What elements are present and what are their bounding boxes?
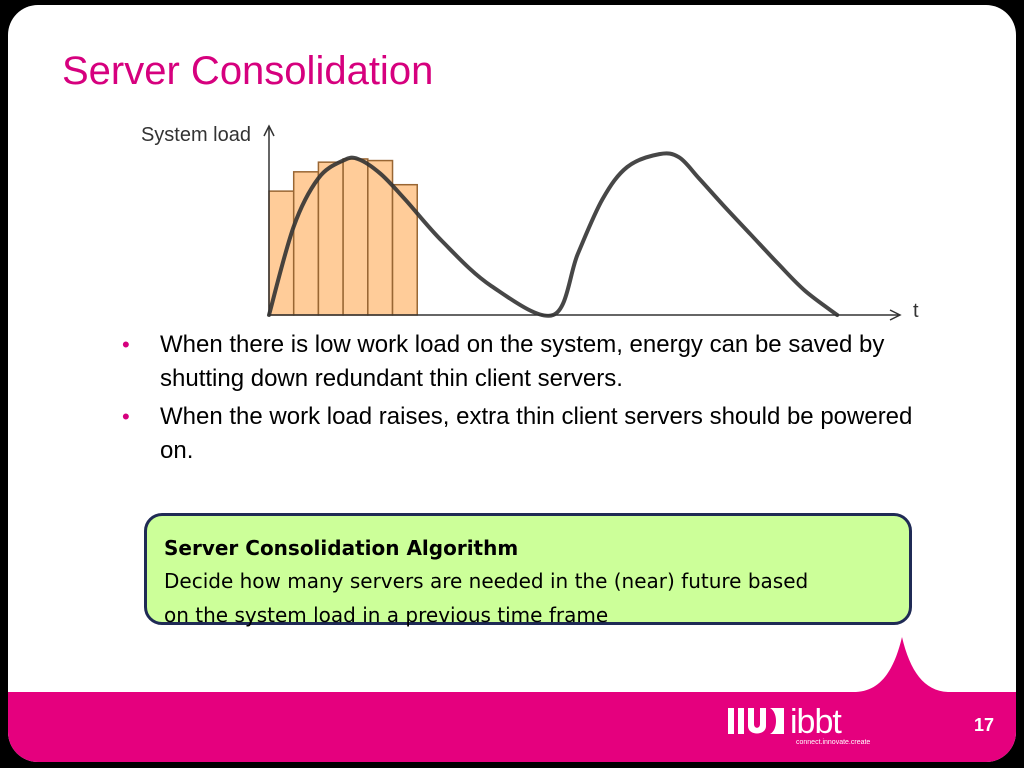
page-number: 17: [974, 715, 995, 735]
bullet-item: • When the work load raises, extra thin …: [118, 400, 918, 468]
logo-tagline: connect.innovate.create: [796, 739, 871, 746]
callout-text-line: Decide how many servers are needed in th…: [164, 569, 809, 593]
slide-title: Server Consolidation: [62, 49, 434, 93]
slide: Server Consolidation System load t • Whe…: [8, 5, 1016, 762]
bullet-list: • When there is low work load on the sys…: [118, 328, 918, 472]
bullet-text: When the work load raises, extra thin cl…: [160, 403, 913, 464]
chart-bar: [391, 183, 418, 316]
load-curve: [267, 151, 840, 318]
algorithm-callout: Server Consolidation Algorithm Decide ho…: [144, 513, 912, 627]
bullet-text: When there is low work load on the syste…: [160, 331, 885, 392]
callout-text-line: on the system load in a previous time fr…: [164, 603, 609, 627]
bullet-dot-icon: •: [122, 332, 130, 357]
chart-bar: [292, 171, 320, 316]
x-axis-label: t: [913, 300, 919, 322]
x-axis-arrow: [889, 309, 902, 321]
bullet-dot-icon: •: [122, 404, 130, 429]
load-chart: System load t: [141, 124, 919, 322]
logo-wordmark: ibbt: [790, 703, 842, 741]
y-axis-label: System load: [141, 124, 251, 146]
callout-text: Decide how many servers are needed in th…: [164, 564, 889, 632]
ibbt-logo-icon: [728, 708, 784, 734]
bullet-item: • When there is low work load on the sys…: [118, 328, 918, 396]
y-axis-arrow: [263, 124, 275, 137]
callout-title: Server Consolidation Algorithm: [164, 536, 519, 560]
bars-layer: [268, 158, 418, 316]
chart-bar: [317, 161, 344, 316]
chart-bar: [342, 158, 369, 316]
